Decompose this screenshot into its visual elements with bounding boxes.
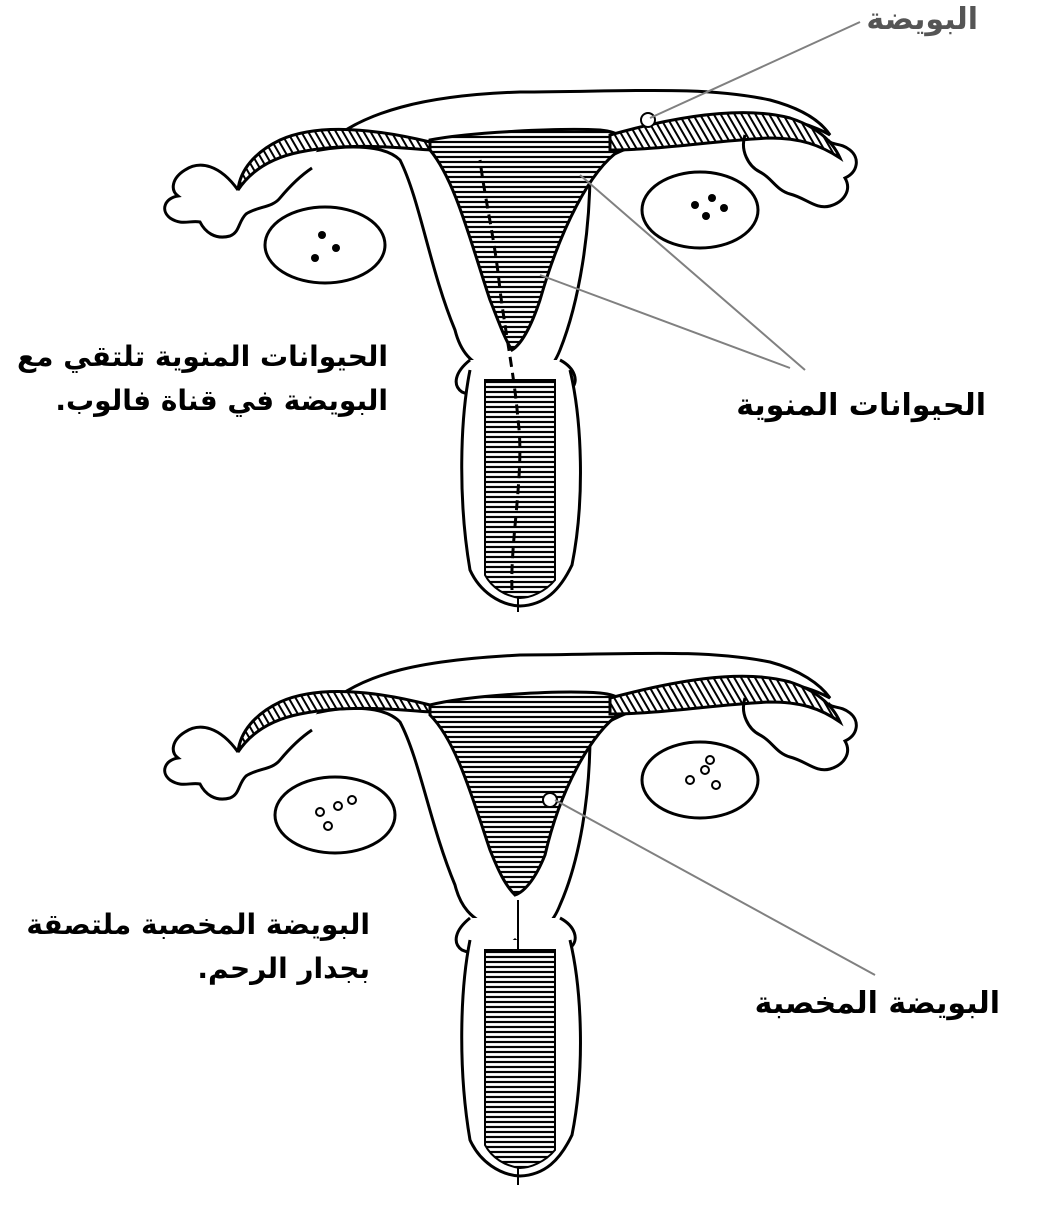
caption-ovum-attached-line1: البويضة المخصبة ملتصقة (26, 908, 370, 941)
caption-ovum-attached-line2: بجدار الرحم. (197, 952, 370, 985)
top-ovum-in-tube (641, 113, 655, 127)
top-vaginal-rugae (485, 380, 555, 598)
top-sperm-pointer-2 (540, 275, 790, 368)
top-left-ovary (265, 207, 385, 283)
bottom-left-ovary (275, 777, 395, 853)
caption-sperm-meets-ovum-line2: البويضة في قناة فالوب. (55, 384, 388, 417)
bottom-right-ovary (642, 742, 758, 818)
top-uterus-diagram (165, 22, 860, 612)
label-ovum: البويضة (866, 2, 978, 37)
bottom-vaginal-rugae (485, 950, 555, 1168)
top-right-fimbriae (743, 135, 856, 207)
bottom-right-fimbriae (743, 698, 856, 770)
caption-sperm-meets-ovum-line1: الحيوانات المنوية تلتقي مع (17, 340, 388, 373)
top-right-ovary (642, 172, 758, 248)
bottom-fertilized-ovum-pointer (555, 800, 875, 975)
bottom-fertilized-ovum (543, 793, 557, 807)
label-sperm: الحيوانات المنوية (736, 388, 986, 423)
label-fertilized-ovum: البويضة المخصبة (755, 986, 1000, 1021)
